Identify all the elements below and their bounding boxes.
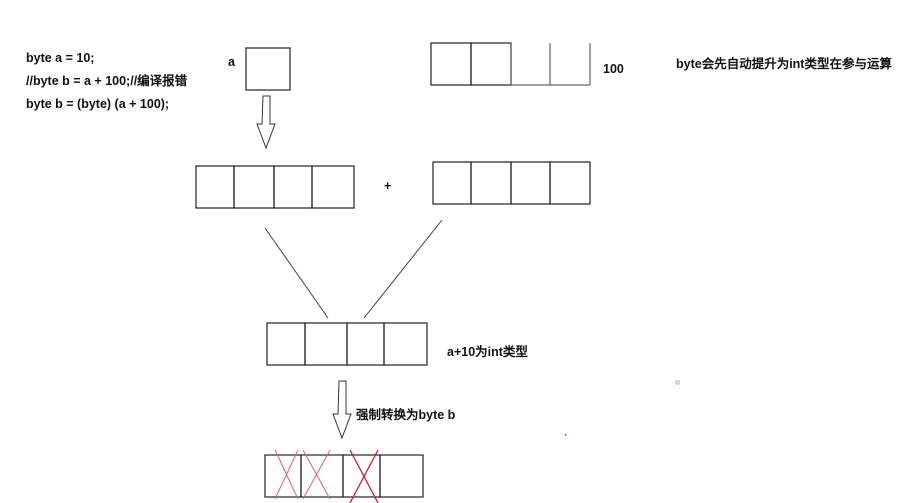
- truncation-crosses: [274, 449, 379, 503]
- byte-a-box: [245, 47, 291, 91]
- int-b-byte-4: [549, 161, 591, 205]
- int-100-byte-1: [430, 42, 472, 86]
- int-result-byte-2: [304, 322, 348, 366]
- label-100: 100: [603, 62, 624, 76]
- cast-arrow: [332, 380, 352, 440]
- code-snippet: byte a = 10; //byte b = a + 100;//编译报错 b…: [26, 47, 187, 116]
- byte-b-byte-1: [264, 454, 302, 498]
- code-line-1: byte a = 10;: [26, 51, 95, 65]
- merge-line-right: [363, 219, 443, 319]
- stray-mark: [675, 380, 680, 385]
- int-b-byte-1: [432, 161, 472, 205]
- cross-3b: [349, 449, 379, 503]
- int-b-byte-2: [470, 161, 512, 205]
- int-result-byte-3: [346, 322, 385, 366]
- int-result-byte-4: [383, 322, 428, 366]
- int-b-byte-3: [510, 161, 551, 205]
- cross-1b: [274, 449, 299, 500]
- int-result-byte-1: [266, 322, 306, 366]
- code-line-3: byte b = (byte) (a + 100);: [26, 97, 170, 111]
- int-a-boxes: [195, 165, 355, 209]
- byte-b-byte-4: [379, 454, 424, 498]
- int-result-boxes: [266, 322, 428, 366]
- int-100-byte-2: [470, 42, 512, 86]
- merge-line-left: [264, 227, 329, 319]
- int-a-byte-4: [311, 165, 355, 209]
- note-promote: byte会先自动提升为int类型在参与运算: [676, 57, 892, 71]
- label-a: a: [228, 55, 235, 69]
- byte-b-byte-3: [342, 454, 381, 498]
- int-b-boxes: [432, 161, 591, 205]
- int-100-boxes: [430, 42, 591, 86]
- cross-2b: [302, 449, 331, 500]
- label-cast: 强制转换为byte b: [356, 408, 456, 422]
- code-line-2: //byte b = a + 100;//编译报错: [26, 74, 188, 88]
- int-a-byte-2: [233, 165, 275, 209]
- byte-b-boxes: [264, 454, 424, 498]
- int-a-byte-3: [273, 165, 313, 209]
- promote-arrow: [256, 95, 276, 150]
- int-a-byte-1: [195, 165, 235, 209]
- stray-dot: [565, 434, 567, 436]
- label-result: a+10为int类型: [447, 345, 528, 359]
- plus-sign: +: [384, 179, 392, 193]
